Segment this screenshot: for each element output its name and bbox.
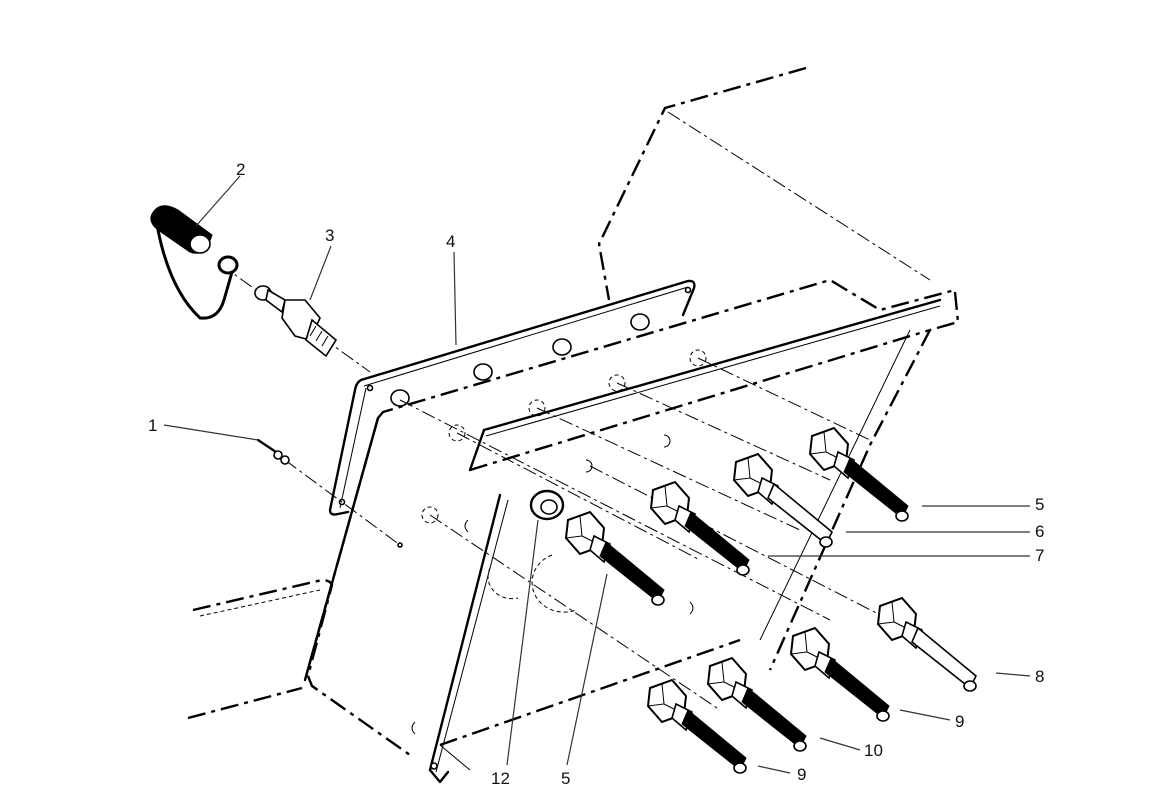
- callout-2: 2: [236, 160, 246, 179]
- callout-5-lower: 5: [561, 769, 571, 788]
- nut-part-12: [529, 489, 565, 521]
- fitting-10: [707, 657, 807, 752]
- callout-3: 3: [325, 226, 335, 245]
- fitting-8: [877, 597, 977, 692]
- callout-12: 12: [491, 769, 510, 788]
- screw-part-1: [256, 438, 403, 548]
- phantom-frame: [597, 66, 960, 332]
- callout-1: 1: [148, 416, 158, 435]
- coupler-part-3: [254, 285, 338, 358]
- callout-9-lower: 9: [797, 765, 807, 784]
- callout-10: 10: [864, 741, 883, 760]
- callout-5-upper: 5: [1035, 495, 1045, 514]
- fitting-9-upper: [790, 627, 890, 722]
- callout-9-upper: 9: [955, 712, 965, 731]
- callout-6: 6: [1035, 522, 1045, 541]
- fitting-6: [733, 453, 833, 548]
- leader-lines: [163, 175, 1031, 774]
- centerlines: [219, 263, 891, 711]
- bracket-plate: [303, 278, 956, 784]
- dust-cap-part-2: [150, 205, 239, 320]
- callout-4: 4: [446, 232, 456, 251]
- fitting-7: [650, 481, 750, 576]
- callout-8: 8: [1035, 667, 1045, 686]
- fitting-5-lower: [565, 511, 665, 606]
- phantom-frame-lower: [187, 578, 411, 756]
- callout-7: 7: [1035, 546, 1045, 565]
